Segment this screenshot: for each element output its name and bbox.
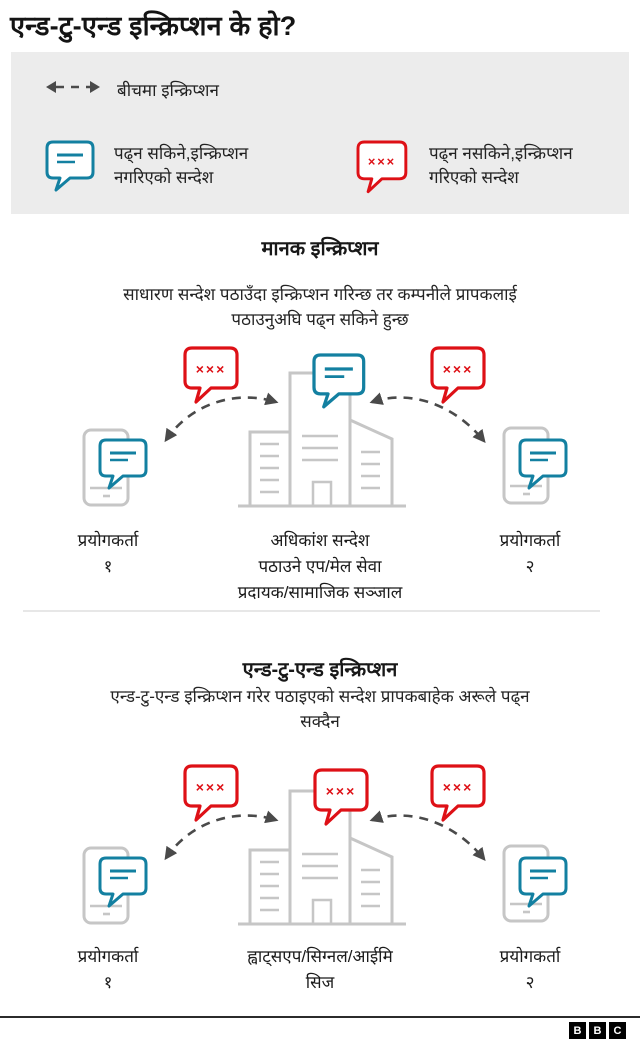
encrypted-message-bubble-icon: ××× <box>183 764 239 822</box>
legend-arrow-row: बीचमा इन्क्रिप्शन <box>44 77 219 102</box>
bbc-logo-letter: C <box>609 1022 626 1039</box>
bbc-logo-letter: B <box>569 1022 586 1039</box>
section2-labels: प्रयोगकर्ता १ ह्वाट्सएप/सिग्नल/आईमि सिज … <box>0 944 640 1034</box>
readable-message-bubble-icon <box>45 140 97 197</box>
diagram-graphic: ××× ××× ××× <box>82 764 568 926</box>
legend-box: बीचमा इन्क्रिप्शन पढ्न सकिने,इन्क्रिप्शन… <box>11 52 629 214</box>
building-icon <box>238 789 406 926</box>
legend-arrow-label: बीचमा इन्क्रिप्शन <box>117 81 219 100</box>
encrypted-message-bubble-icon: ××× <box>430 346 486 404</box>
section-divider <box>23 610 600 612</box>
readable-message-bubble-icon <box>312 353 366 409</box>
svg-text:×××: ××× <box>368 154 396 169</box>
svg-text:×××: ××× <box>196 361 227 377</box>
section1-title: मानक इन्क्रिप्शन <box>261 238 379 260</box>
user2-label: प्रयोगकर्ता २ <box>499 947 561 992</box>
encryption-arrows <box>164 810 486 862</box>
page-title: एन्ड-टु-एन्ड इन्क्रिप्शन के हो? <box>10 11 297 41</box>
readable-message-bubble-icon <box>98 438 148 490</box>
encrypted-message-bubble-icon: ××× <box>356 140 408 194</box>
encrypted-message-bubble-icon: ××× <box>430 764 486 822</box>
svg-text:×××: ××× <box>196 779 227 795</box>
end-to-end-encryption-diagram: ××× ××× ××× <box>0 758 640 933</box>
user1-label: प्रयोगकर्ता १ <box>77 531 139 576</box>
bbc-logo-letter: B <box>589 1022 606 1039</box>
apps-label: ह्वाट्सएप/सिग्नल/आईमि सिज <box>247 947 393 992</box>
legend-readable-item: पढ्न सकिने,इन्क्रिप्शन नगरिएको सन्देश <box>45 140 248 197</box>
provider-label: अधिकांश सन्देश पठाउने एप/मेल सेवा प्रदाय… <box>237 531 403 602</box>
dashed-double-arrow-icon <box>44 77 102 102</box>
svg-text:×××: ××× <box>326 783 357 799</box>
legend-encrypted-item: ××× पढ्न नसकिने,इन्क्रिप्शन गरिएको सन्दे… <box>356 140 573 203</box>
user1-label: प्रयोगकर्ता १ <box>77 947 139 992</box>
readable-message-bubble-icon <box>518 438 568 490</box>
svg-text:×××: ××× <box>443 361 474 377</box>
readable-message-bubble-icon <box>45 140 95 192</box>
standard-encryption-diagram: ××× ××× <box>0 340 640 515</box>
encrypted-message-bubble-icon: ××× <box>183 346 239 404</box>
readable-message-bubble-icon <box>98 856 148 908</box>
legend-readable-label: पढ्न सकिने,इन्क्रिप्शन नगरिएको सन्देश <box>114 144 249 187</box>
user2-label: प्रयोगकर्ता २ <box>499 531 561 576</box>
footer-rule <box>0 1016 640 1018</box>
diagram-graphic: ××× ××× <box>82 346 568 508</box>
section1-labels: प्रयोगकर्ता १ अधिकांश सन्देश पठाउने एप/म… <box>0 528 640 618</box>
bbc-logo: B B C <box>569 1022 626 1039</box>
section2-title: एन्ड-टु-एन्ड इन्क्रिप्शन <box>242 659 398 681</box>
readable-message-bubble-icon <box>45 140 95 192</box>
encrypted-message-bubble-icon: ××× <box>356 140 412 203</box>
dashed-double-arrow-icon <box>46 81 100 93</box>
section2-description: एन्ड-टु-एन्ड इन्क्रिप्शन गरेर पठाइएको सन… <box>110 687 530 731</box>
encrypted-message-bubble-icon: ××× <box>356 140 408 194</box>
readable-message-bubble-icon <box>518 856 568 908</box>
svg-text:×××: ××× <box>443 779 474 795</box>
section1-description: साधारण सन्देश पठाउँदा इन्क्रिप्शन गरिन्छ… <box>123 285 517 329</box>
legend-encrypted-label: पढ्न नसकिने,इन्क्रिप्शन गरिएको सन्देश <box>429 144 573 187</box>
encryption-arrows <box>164 392 486 444</box>
encrypted-message-bubble-icon: ××× <box>313 768 369 826</box>
